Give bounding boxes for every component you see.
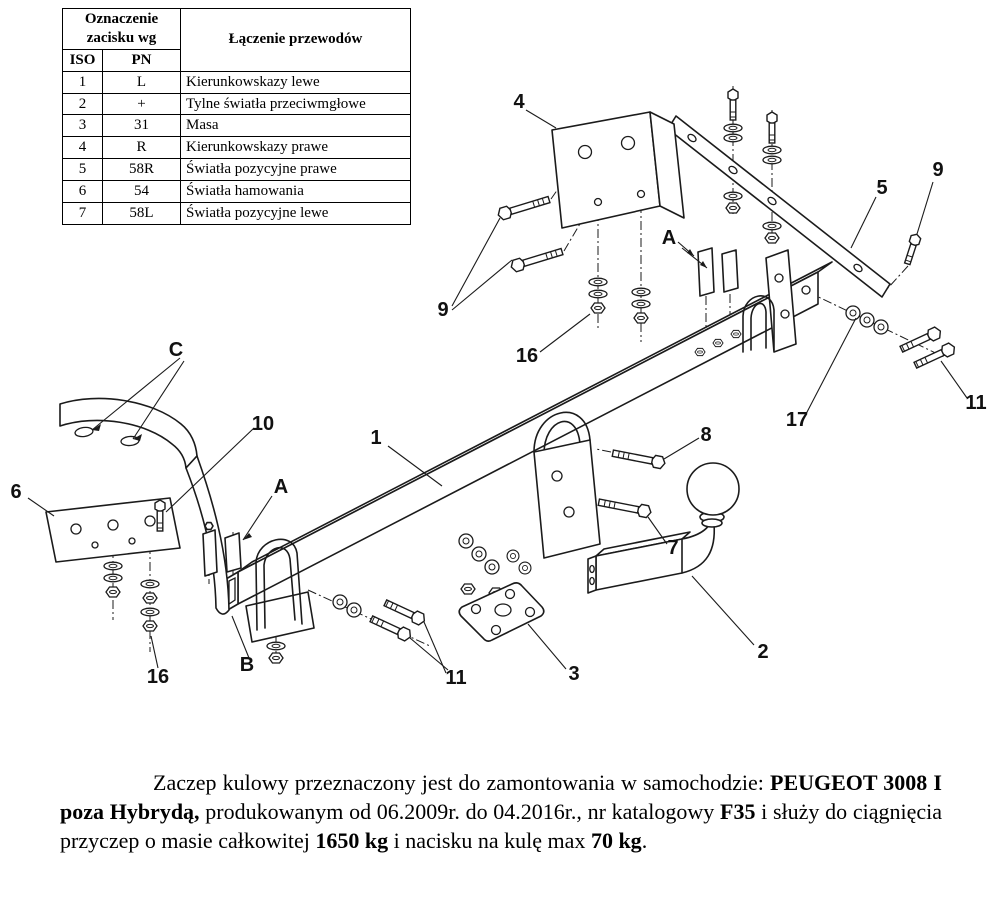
callout-bolt-10: 10	[252, 413, 274, 435]
callout-plate-6: 6	[10, 481, 21, 503]
bracket-4	[551, 111, 685, 229]
wiring-table: Oznaczenie zacisku wg Łączenie przewodów…	[62, 8, 411, 225]
callout-washers-16-right: 16	[516, 345, 538, 367]
washers-17	[845, 305, 889, 335]
clamp-a-left	[202, 521, 242, 577]
table-header-row: Oznaczenie zacisku wg Łączenie przewodów	[62, 8, 411, 72]
right-end-bracket	[742, 249, 797, 353]
max-trailer-weight: 1650 kg	[315, 828, 389, 854]
cell-iso: 4	[62, 136, 103, 160]
bolts-11-right	[898, 324, 958, 372]
description-text: i nacisku na kulę max	[388, 828, 591, 854]
callout-bolt-9-right: 9	[932, 159, 943, 181]
catalog-number: F35	[720, 799, 756, 825]
washers-16-left	[103, 561, 160, 632]
cell-pn: 31	[102, 114, 181, 138]
clamp-a-right	[697, 247, 739, 297]
callout-slots-c: C	[169, 339, 183, 361]
bolt-8	[611, 446, 667, 470]
callout-washers-17: 17	[786, 409, 808, 431]
callout-labels: 4 9 16 C 10 1 A 6 B 16 11 3 2 7 8 5 9 17…	[10, 91, 986, 689]
cell-iso: 3	[62, 114, 103, 138]
table-header-connection: Łączenie przewodów	[180, 8, 411, 72]
callout-washers-16-left: 16	[147, 666, 169, 688]
cell-desc: Masa	[180, 114, 411, 138]
table-col-iso: ISO	[62, 48, 103, 72]
cell-desc: Kierunkowskazy prawe	[180, 136, 411, 160]
cell-iso: 2	[62, 92, 103, 116]
description-text: Zaczep kulowy przeznaczony jest do zamon…	[153, 770, 771, 795]
callout-bracket-4: 4	[513, 91, 525, 113]
assembly-diagram: 4 9 16 C 10 1 A 6 B 16 11 3 2 7 8 5 9 17…	[10, 86, 987, 689]
callout-bolts-9-left: 9	[437, 299, 448, 321]
cell-desc: Tylne światła przeciwmgłowe	[180, 92, 411, 116]
cell-pn: 58R	[102, 158, 181, 182]
callout-crossbeam-1: 1	[370, 427, 381, 449]
bolt-9-right	[901, 232, 923, 267]
callout-towball-2: 2	[757, 641, 768, 663]
max-ball-load: 70 kg	[590, 828, 642, 854]
plate-3	[458, 582, 545, 642]
cell-desc: Kierunkowskazy lewe	[180, 70, 411, 94]
cell-pn: +	[102, 92, 181, 116]
description-text: i służy do ciągnięcia przyczep o masie c…	[60, 799, 942, 854]
leader-lines	[27, 109, 968, 674]
cell-iso: 5	[62, 158, 103, 182]
left-bracket-assembly	[45, 397, 230, 615]
cell-iso: 1	[62, 70, 103, 94]
cell-iso: 6	[62, 180, 103, 204]
callout-bolt-8: 8	[700, 424, 711, 446]
callout-bolt-7: 7	[667, 537, 678, 559]
callout-clamp-a-right: A	[662, 227, 676, 249]
cell-desc: Światła hamowania	[180, 180, 411, 204]
cell-desc: Światła pozycyjne prawe	[180, 158, 411, 182]
callout-bracket-b: B	[240, 654, 254, 676]
bolt-10	[154, 499, 166, 532]
crossbeam-1	[225, 261, 833, 612]
bolt-7	[597, 495, 653, 519]
description-paragraph: Zaczep kulowy przeznaczony jest do zamon…	[60, 768, 942, 855]
table-header-terminal: Oznaczenie zacisku wg	[62, 8, 181, 50]
left-end-strap	[245, 538, 315, 664]
cell-iso: 7	[62, 202, 103, 225]
cell-pn: 58L	[102, 202, 181, 225]
ball-mount-clevis	[533, 411, 601, 559]
cell-pn: R	[102, 136, 181, 160]
callout-bolts-11-bottom: 11	[445, 667, 466, 689]
towball-2	[587, 462, 740, 594]
bolts-9-left	[495, 193, 565, 274]
table-col-pn: PN	[102, 48, 181, 72]
callout-bolts-11-right: 11	[965, 392, 986, 414]
bolts-11-bottom	[332, 594, 428, 644]
cell-desc: Światła pozycyjne lewe	[180, 202, 411, 225]
callout-clamp-a-left: A	[274, 476, 288, 498]
description-text: produkowanym od 06.2009r. do 04.2016r., …	[199, 799, 720, 825]
callout-plate-3: 3	[568, 663, 579, 685]
callout-side-bar-5: 5	[876, 177, 887, 199]
cell-pn: L	[102, 70, 181, 94]
cell-pn: 54	[102, 180, 181, 204]
vehicle-name: PEUGEOT 3008 I poza Hybrydą,	[60, 770, 942, 825]
table-row: 2+Tylne światła przeciwmgłowe	[62, 92, 411, 116]
description-text: .	[641, 828, 648, 854]
